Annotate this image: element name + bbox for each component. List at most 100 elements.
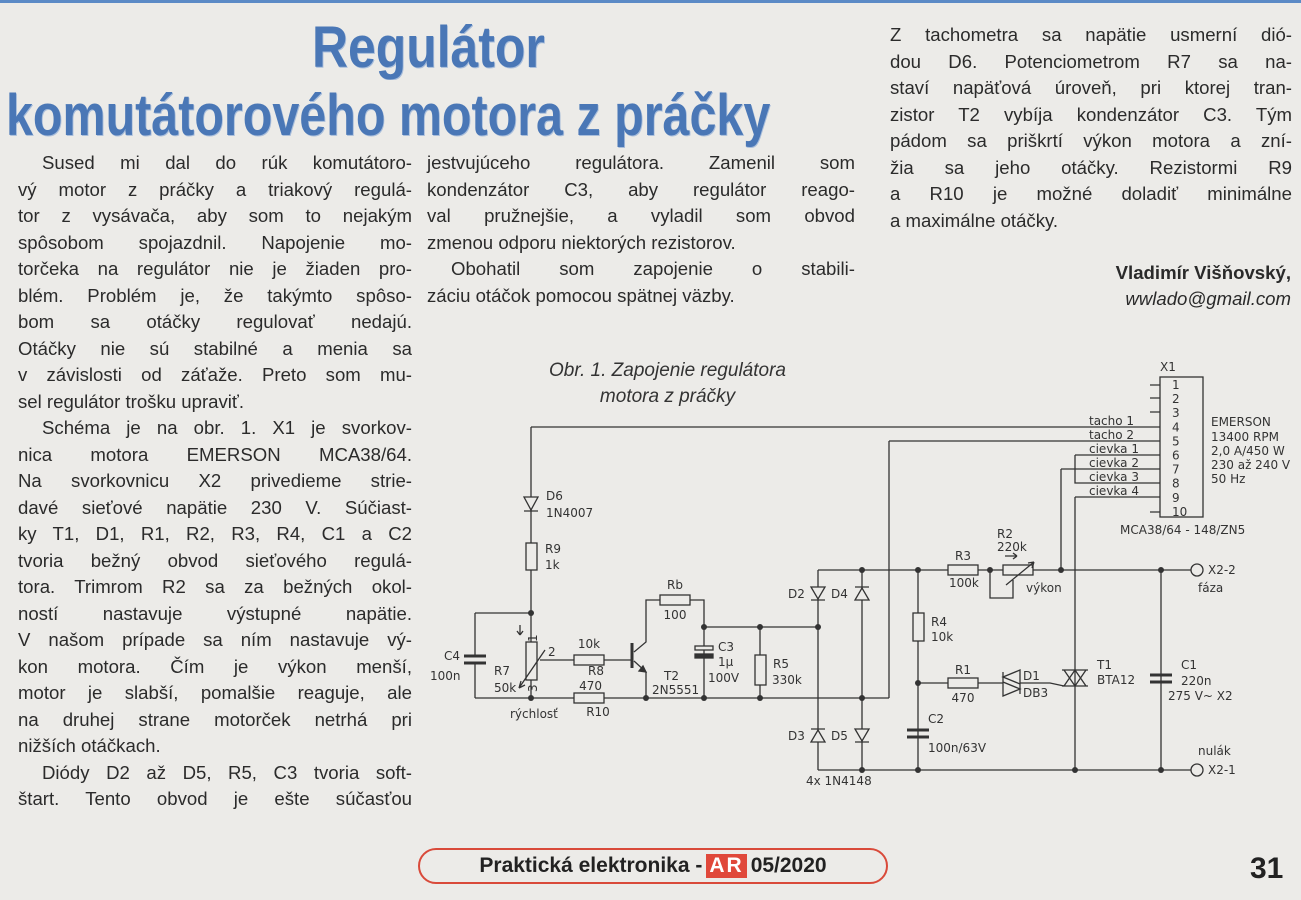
resistor-r5 xyxy=(754,654,767,686)
capacitor-c4 xyxy=(464,654,486,665)
junction-dots xyxy=(528,567,1164,773)
label-x1: X1 xyxy=(1160,360,1176,374)
junction-dot xyxy=(859,767,865,773)
connector-pin-label: 7 xyxy=(1172,463,1180,477)
label-d4: D4 xyxy=(831,587,848,601)
capacitor-c3-minus xyxy=(694,653,714,659)
resistor-r1 xyxy=(947,677,979,689)
text-line: vý motor z práčky a triakový regulá- xyxy=(18,178,412,200)
connector-pin-label: 10 xyxy=(1172,505,1187,519)
label-r2: R2 xyxy=(997,527,1013,541)
text-line: Schéma je na obr. 1. X1 je svorkov- xyxy=(42,417,412,438)
text-line: tvoria bežný obvod sieťového regulá- xyxy=(18,549,412,571)
connector-pin-label: 6 xyxy=(1172,449,1180,463)
r2-arrow xyxy=(1005,552,1035,586)
page-number: 31 xyxy=(1250,852,1284,885)
caption-line2: motora z práčky xyxy=(599,386,736,407)
label-r10-value: 470 xyxy=(579,679,602,693)
label-r1: R1 xyxy=(955,663,971,677)
text-column-3: Z tachometra sa napätie usmerní dió-dou … xyxy=(890,22,1292,234)
junction-dot xyxy=(1158,767,1164,773)
connector-pin-label: 4 xyxy=(1172,420,1180,434)
diode-d5 xyxy=(853,728,871,743)
label-c3: C3 xyxy=(718,640,734,654)
terminal-x2-2 xyxy=(1190,563,1204,577)
r7-wiper-arrow xyxy=(516,625,546,689)
text-line: nica motora EMERSON MCA38/64. xyxy=(18,443,412,465)
text-line: spôsobom spojazdnil. Napojenie mo- xyxy=(18,231,412,253)
label-c1: C1 xyxy=(1181,658,1197,672)
label-r7-value: 50k xyxy=(494,681,516,695)
junction-dot xyxy=(815,624,821,630)
junction-dot xyxy=(643,695,649,701)
text-line: nižších otáčkach. xyxy=(18,735,161,756)
magazine-logo-ar: AR xyxy=(706,854,747,878)
junction-dot xyxy=(1072,767,1078,773)
junction-dot xyxy=(1058,567,1064,573)
text-line: motor je slabší, pomalšie reaguje, ale xyxy=(18,682,412,703)
label-r9: R9 xyxy=(545,542,561,556)
connector-x1 xyxy=(1159,376,1204,518)
connector-pin-label: 8 xyxy=(1172,477,1180,491)
label-c1-value: 220n xyxy=(1181,674,1212,688)
author-block: Vladimír Višňovský, wwlado@gmail.com xyxy=(1116,260,1291,312)
label-d1: D1 xyxy=(1023,669,1040,683)
label-d5: D5 xyxy=(831,729,848,743)
text-line: jestvujúceho regulátora. Zamenil som xyxy=(427,152,855,173)
label-motor4: 230 až 240 V xyxy=(1211,458,1291,472)
junction-dot xyxy=(701,624,707,630)
article-title-line2: komutátorového motora z práčky xyxy=(6,83,771,148)
connector-pin-label: 2 xyxy=(1172,392,1180,406)
junction-dot xyxy=(528,610,534,616)
diode-d6 xyxy=(522,496,540,512)
capacitor-c2 xyxy=(907,728,929,739)
diac-d1 xyxy=(1001,669,1022,697)
junction-dot xyxy=(757,695,763,701)
label-r8-value: 10k xyxy=(578,637,600,651)
label-cievka1: cievka 1 xyxy=(1089,442,1139,456)
components xyxy=(464,376,1204,777)
text-line: Otáčky nie sú stabilné a menia sa xyxy=(18,337,412,359)
magazine-footer: Praktická elektronika - AR 05/2020 xyxy=(418,848,888,884)
connector-pin-label: 9 xyxy=(1172,491,1180,505)
text-line: val pružnejšie, a vyladil som obvod xyxy=(427,205,855,226)
text-line: záciu otáčok pomocou spätnej väzby. xyxy=(427,284,735,306)
diode-d2 xyxy=(809,586,827,601)
text-line: žia sa jeho otáčky. Rezistormi R9 xyxy=(890,156,1292,178)
text-line: tora. Trimrom R2 sa za bežných okol- xyxy=(18,576,412,597)
label-faza: fáza xyxy=(1198,581,1223,595)
label-cievka3: cievka 3 xyxy=(1089,470,1139,484)
label-r7: R7 xyxy=(494,664,510,678)
text-line: staví napäťová úroveň, pri ktorej tran- xyxy=(890,77,1292,98)
junction-dot xyxy=(1158,567,1164,573)
label-r5: R5 xyxy=(773,657,789,671)
wires xyxy=(474,384,1191,771)
author-name: Vladimír Višňovský, xyxy=(1115,262,1291,283)
text-line: v závislosti od záťaže. Preto som mu- xyxy=(18,364,412,385)
label-r1-value: 470 xyxy=(952,691,975,705)
label-tacho1: tacho 1 xyxy=(1089,414,1134,428)
terminal-x2-1 xyxy=(1190,763,1204,777)
label-rb-value: 100 xyxy=(664,608,687,622)
text-line: a R10 je možné doladiť minimálne xyxy=(890,183,1292,204)
label-c3-value: 1µ xyxy=(718,655,734,669)
label-c1-voltage: 275 V~ X2 xyxy=(1168,689,1233,703)
caption-line1: Obr. 1. Zapojenie regulátora xyxy=(549,360,786,381)
junction-dot xyxy=(987,567,993,573)
label-motor-type: MCA38/64 - 148/ZN5 xyxy=(1120,523,1245,537)
magazine-name: Praktická elektronika - xyxy=(479,854,703,877)
label-t2: T2 xyxy=(663,669,679,683)
label-r4: R4 xyxy=(931,615,947,629)
label-r4-value: 10k xyxy=(931,630,953,644)
junction-dot xyxy=(915,767,921,773)
text-line: blém. Problém je, že takýmto spôso- xyxy=(18,284,412,306)
label-r7-pin2: 2 xyxy=(548,645,556,659)
capacitor-c3-plus xyxy=(694,645,714,651)
figure-caption: Obr. 1. Zapojenie regulátora motora z pr… xyxy=(500,358,835,410)
triac-t1 xyxy=(1062,668,1088,688)
label-tacho2: tacho 2 xyxy=(1089,428,1134,442)
connector-pin-label: 3 xyxy=(1172,406,1180,420)
label-d6-value: 1N4007 xyxy=(546,506,593,520)
